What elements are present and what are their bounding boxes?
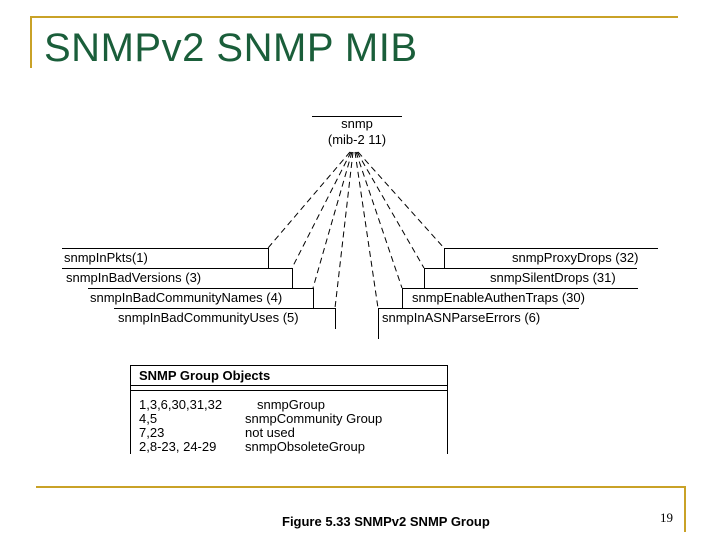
left-object-label: snmpInBadVersions (3) [66, 270, 202, 285]
right-box-32 [444, 248, 658, 269]
left-object-label: snmpInPkts(1) [64, 250, 148, 265]
row-ids: 1,3,6,30,31,32 [139, 397, 223, 412]
left-object-label: snmpInBadCommunityNames (4) [90, 290, 283, 305]
right-box-30 [402, 288, 638, 309]
figure-caption: Figure 5.33 SNMPv2 SNMP Group [282, 514, 490, 529]
page-number: 19 [660, 510, 673, 525]
root-oid: (mib-2 11) [327, 132, 387, 147]
right-object-label: snmpEnableAuthenTraps (30) [412, 290, 585, 305]
left-object-label: snmpInBadCommunityUses (5) [118, 310, 299, 325]
left-box-4 [114, 308, 336, 329]
slide-title: SNMPv2 SNMP MIB [44, 26, 418, 70]
table-header-rule [131, 385, 447, 386]
left-box-1 [62, 248, 269, 269]
footer-rule [36, 486, 684, 488]
root-rule [312, 116, 402, 117]
title-top-rule [30, 16, 678, 18]
footer-right-rule [684, 486, 686, 532]
row-ids: 4,5 [139, 411, 158, 426]
connector-4 [312, 151, 353, 289]
title-left-rule [30, 16, 32, 68]
row-ids: 7,23 [139, 425, 165, 440]
connector-1 [267, 151, 351, 249]
root-name: snmp [341, 116, 373, 131]
right-box-6 [378, 308, 579, 339]
row-group: not used [245, 425, 295, 440]
left-box-2 [62, 268, 293, 289]
right-object-label: snmpInASNParseErrors (6) [382, 310, 541, 325]
row-group: snmpCommunity Group [245, 411, 383, 426]
connector-30 [355, 151, 403, 289]
connector-32 [357, 151, 445, 249]
right-object-label: snmpSilentDrops (31) [490, 270, 616, 285]
connector-6 [354, 151, 379, 309]
table-header-rule-2 [131, 390, 447, 391]
group-objects-table: SNMP Group Objects 1,3,6,30,31,32 snmpGr… [130, 365, 448, 454]
root-node: snmp (mib-2 11) [312, 116, 402, 148]
row-ids: 2,8-23, 24-29 [139, 439, 217, 454]
right-box-31 [424, 268, 637, 289]
row-group: snmpObsoleteGroup [245, 439, 365, 454]
row-group: snmpGroup [257, 397, 325, 412]
connector-31 [356, 151, 425, 269]
connector-3 [291, 151, 352, 269]
table-header: SNMP Group Objects [139, 368, 271, 383]
connector-5 [334, 151, 354, 309]
left-box-3 [88, 288, 314, 309]
right-object-label: snmpProxyDrops (32) [512, 250, 639, 265]
